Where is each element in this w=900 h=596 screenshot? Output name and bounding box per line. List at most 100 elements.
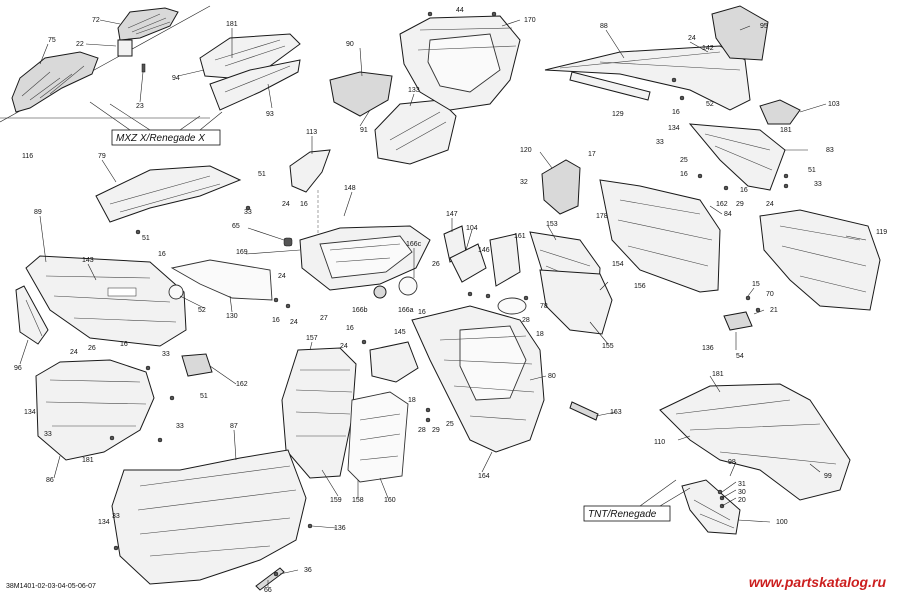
callout-83: 83 [826,147,834,154]
callout-136: 136 [334,525,346,532]
callout-88: 88 [600,23,608,30]
callout-113: 113 [306,129,317,136]
callout-24: 24 [340,343,348,350]
callout-70: 70 [766,291,774,298]
callout-143: 143 [82,257,94,264]
part-96-lower-vent [15,285,49,345]
callout-75: 75 [48,37,56,44]
callout-16: 16 [300,201,308,208]
part-113-bracket [289,149,331,193]
part-79-front-cover [95,165,242,223]
part-95-mirror [711,5,769,61]
callout-25: 25 [446,421,454,428]
callout-147: 147 [446,211,458,218]
callout-26: 26 [88,345,96,352]
callout-170: 170 [524,17,536,24]
callout-163: 163 [610,409,622,416]
part-84-side-panel [599,179,721,293]
callout-26: 26 [432,261,440,268]
callout-24: 24 [282,201,290,208]
part-130-trim [170,259,273,301]
leader [89,101,131,131]
callout-181: 181 [712,371,724,378]
callout-23: 23 [136,103,144,110]
callout-16: 16 [158,251,166,258]
part-52-knob [168,284,184,300]
callout-51: 51 [142,235,150,242]
callout-104: 104 [466,225,478,232]
callout-129: 129 [612,111,624,118]
leader [109,103,151,131]
callout-33: 33 [112,513,120,520]
callout-72: 72 [92,17,100,24]
callout-84: 84 [724,211,732,218]
callout-78: 78 [540,303,548,310]
callout-17: 17 [588,151,596,158]
callout-27: 27 [320,315,328,322]
part-88-side-rail [544,45,751,111]
part-160-heat-shield [347,391,409,483]
callout-99: 99 [824,473,832,480]
callout-16: 16 [740,187,748,194]
callout-52: 52 [706,101,714,108]
callout-178: 178 [596,213,608,220]
callout-96: 96 [14,365,22,372]
callout-146: 146 [478,247,490,254]
callout-181: 181 [780,127,792,134]
callout-24: 24 [766,201,774,208]
callout-160: 160 [384,497,396,504]
part-23-bolt [141,63,146,73]
part-155-lower-panel [539,269,613,335]
part-90-cover [329,71,393,117]
callout-16: 16 [272,317,280,324]
callout-51: 51 [200,393,208,400]
callout-166a: 166a [398,307,414,314]
callout-181: 181 [226,21,238,28]
callout-65: 65 [232,223,240,230]
callout-31: 31 [738,481,746,488]
callout-91: 91 [360,127,368,134]
callout-33: 33 [162,351,170,358]
part-163-strip [569,401,599,421]
watermark: www.partskatalog.ru [748,574,886,590]
callout-20: 20 [738,497,746,504]
callout-86: 86 [46,477,54,484]
callout-28: 28 [418,427,426,434]
hardware-fasteners [109,11,789,577]
callout-24: 24 [688,35,696,42]
callout-16: 16 [680,171,688,178]
callout-155: 155 [602,343,614,350]
callout-103: 103 [828,101,840,108]
tnt-label-box [583,505,671,522]
leader [639,479,677,507]
callout-148: 148 [344,185,356,192]
callout-164: 164 [478,473,490,480]
callout-100: 100 [776,519,788,526]
callout-labels: 72 22 75 23 116 181 94 93 90 91 133 44 1… [14,7,887,594]
callout-93: 93 [266,111,274,118]
part-54-latch [723,311,753,331]
callout-130: 130 [226,313,238,320]
callout-18: 18 [408,397,416,404]
callout-90: 90 [346,41,354,48]
part-100-vent [681,479,741,535]
tnt-group-label: TNT/Renegade [588,509,657,520]
callout-134: 134 [98,519,110,526]
callout-159: 159 [330,497,342,504]
callout-162: 162 [236,381,248,388]
callout-110: 110 [654,439,665,446]
callout-28: 28 [522,317,530,324]
callout-142: 142 [702,45,714,52]
callout-161: 161 [514,233,526,240]
callout-95: 95 [760,23,768,30]
callout-87: 87 [230,423,238,430]
callout-136: 136 [702,345,714,352]
callout-32: 32 [520,179,528,186]
callout-52: 52 [198,307,206,314]
part-120-bracket [541,159,581,215]
callout-80: 80 [548,373,556,380]
callout-25: 25 [680,157,688,164]
part-169-headlight-housing [299,225,431,291]
callout-98: 98 [728,459,736,466]
callout-181: 181 [82,457,94,464]
